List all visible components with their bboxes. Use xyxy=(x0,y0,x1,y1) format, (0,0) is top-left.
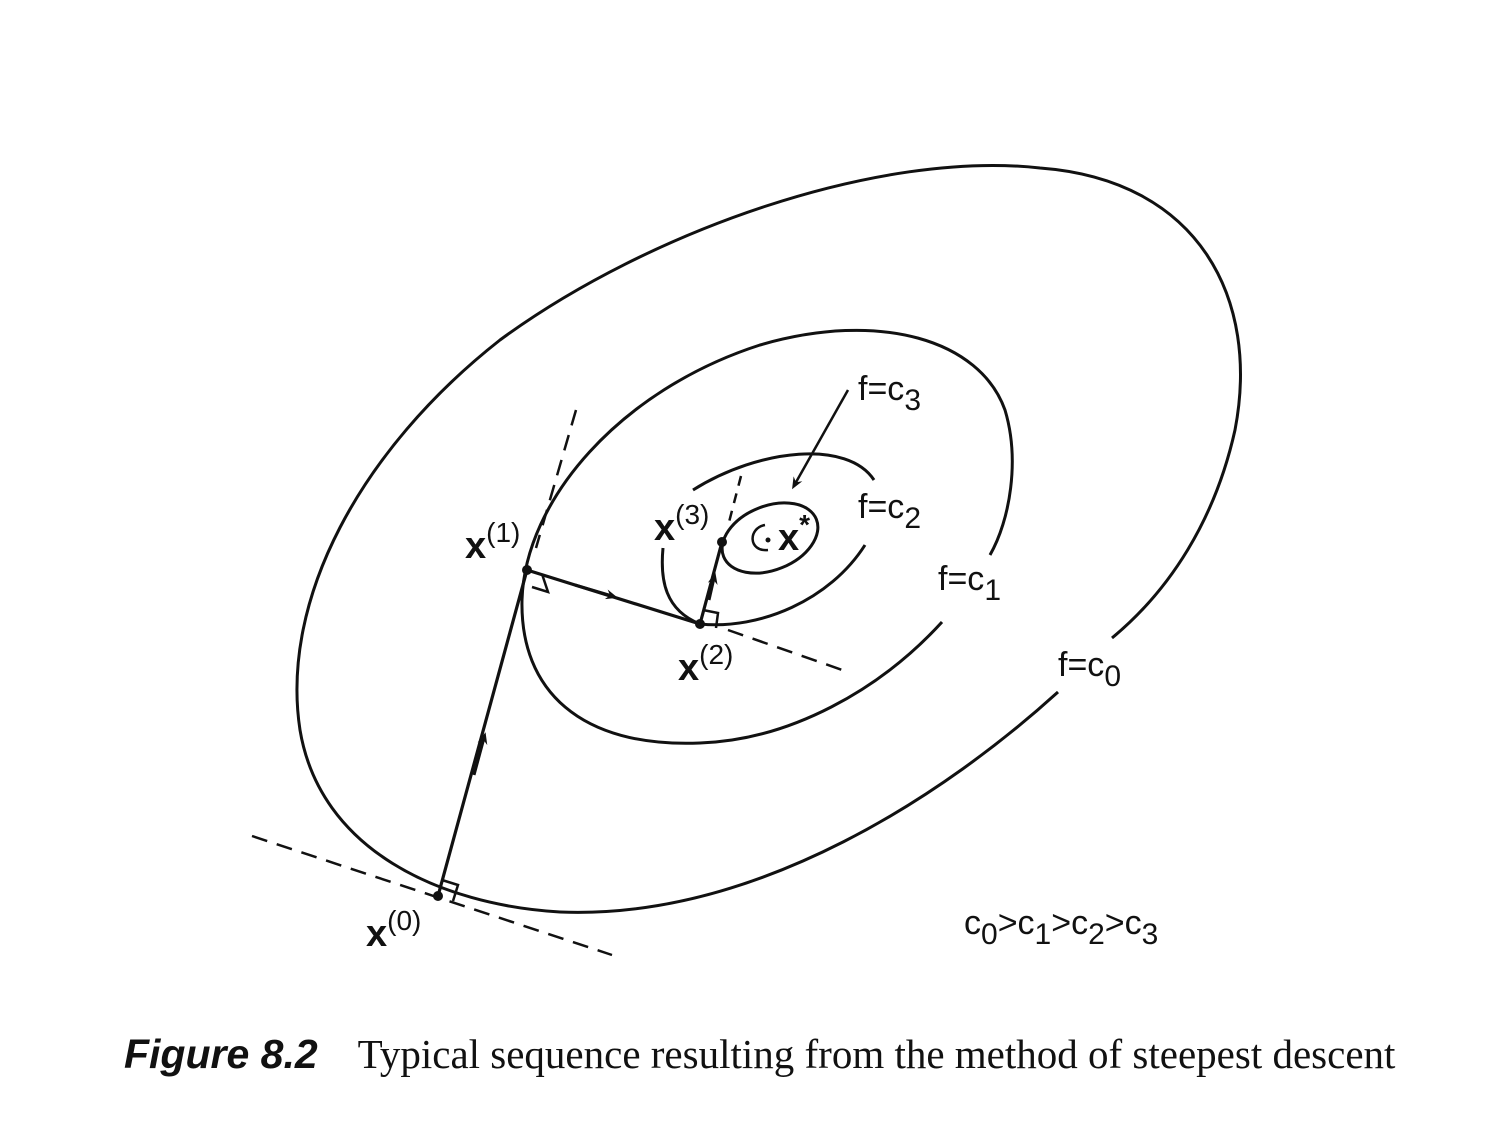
contour-c3 xyxy=(720,501,820,575)
pointer-c3 xyxy=(792,389,850,490)
contour-c1 xyxy=(520,328,1014,745)
step-x0-x1 xyxy=(436,569,529,897)
arrow-step-1 xyxy=(574,583,618,600)
label-x2: x(2) xyxy=(678,639,733,689)
point-x0 xyxy=(433,891,443,901)
contour-ordering: c0>c1>c2>c3 xyxy=(964,904,1158,951)
tangent-line-x3 xyxy=(726,475,743,527)
label-x0: x(0) xyxy=(366,905,421,955)
tangent-line-x0 xyxy=(251,834,613,957)
label-x1: x(1) xyxy=(465,517,520,567)
point-x2 xyxy=(695,619,705,629)
tangent-line-x1 xyxy=(534,409,578,549)
right-angle-x2 xyxy=(702,608,720,629)
label-contour-c0: f=c0 xyxy=(1058,646,1121,693)
minimizer-dot xyxy=(765,537,771,543)
caption-text: Typical sequence resulting from the meth… xyxy=(357,1031,1396,1077)
point-x1 xyxy=(522,565,532,575)
right-angle-x0 xyxy=(441,878,460,902)
label-contour-c2: f=c2 xyxy=(858,488,921,535)
contour-c0 xyxy=(295,164,1242,914)
label-contour-c1: f=c1 xyxy=(938,560,1001,607)
figure-caption: Figure 8.2 Typical sequence resulting fro… xyxy=(124,1030,1424,1078)
arrow-step-2 xyxy=(707,572,718,601)
steepest-descent-diagram: x(0) x(1) x(2) x(3) x* f=c3 f=c2 f=c1 f=… xyxy=(251,164,1242,957)
label-x3: x(3) xyxy=(654,499,709,549)
step-x1-x2 xyxy=(526,568,701,626)
point-x3 xyxy=(717,537,727,547)
label-contour-c3: f=c3 xyxy=(858,370,921,417)
contour-c2 xyxy=(660,452,876,627)
caption-figure-number: Figure 8.2 xyxy=(124,1031,318,1077)
right-angle-x1 xyxy=(531,573,550,594)
arrow-step-0 xyxy=(472,732,488,776)
label-xstar: x* xyxy=(778,509,810,559)
minimizer-arc xyxy=(751,523,769,552)
tangent-line-x2 xyxy=(727,628,849,674)
